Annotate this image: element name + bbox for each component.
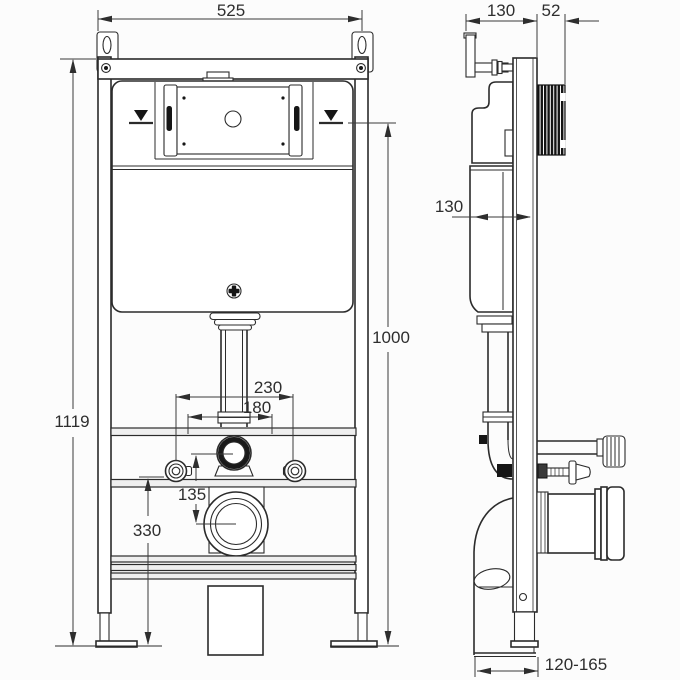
outlet-duct xyxy=(207,585,264,656)
neck-band xyxy=(476,315,513,325)
cistern xyxy=(111,71,354,313)
side-frame-post xyxy=(512,57,538,613)
dim-label-bolt-spacing: 230 xyxy=(254,378,282,397)
dim-label-water-level-height: 1000 xyxy=(372,328,410,347)
dim-floor-outlet-range: 120-165 xyxy=(474,655,607,677)
dim-cistern-depth: 130 xyxy=(435,197,531,221)
dim-label-cistern-depth: 130 xyxy=(435,197,463,216)
dim-label-outlet-height: 330 xyxy=(133,521,161,540)
waste-outlet xyxy=(203,486,269,557)
dim-label-overall-width: 525 xyxy=(217,1,245,20)
frame-post-right xyxy=(354,56,369,614)
bracket-slot-icon xyxy=(102,35,112,55)
wc-waste-connector xyxy=(536,486,625,561)
side-cistern xyxy=(469,81,514,333)
top-rail xyxy=(97,58,369,80)
dim-bolt-spacing: 230 xyxy=(175,378,294,461)
bracket-slot-icon xyxy=(357,35,367,55)
dimensions: 525 1119 1000 230 xyxy=(54,1,607,677)
dim-label-overall-height: 1119 xyxy=(54,412,89,431)
dim-label-plate-projection: 52 xyxy=(542,1,561,20)
threaded-rod xyxy=(537,460,591,485)
wc-flush-pipe-stub xyxy=(537,435,626,468)
cross-rail-upper xyxy=(110,427,357,437)
dim-label-inner-spacing: 180 xyxy=(243,398,271,417)
water-level-icon xyxy=(129,110,153,125)
dim-label-frame-depth: 130 xyxy=(487,1,515,20)
panel-plate xyxy=(176,86,290,155)
bottom-rail xyxy=(110,572,357,580)
side-wall-bracket xyxy=(463,32,514,78)
side-adjustable-foot xyxy=(510,611,539,648)
side-view xyxy=(463,32,626,657)
panel-pushrod-hole xyxy=(224,110,242,128)
screw-icon xyxy=(356,63,366,73)
flush-bell xyxy=(209,312,261,331)
adjustable-foot-left xyxy=(95,612,138,648)
access-panel xyxy=(163,84,303,157)
flush-connector xyxy=(214,435,254,477)
phillips-screw-icon xyxy=(226,283,242,299)
dim-label-floor-outlet-range: 120-165 xyxy=(545,655,607,674)
post-hole xyxy=(518,592,528,602)
neck-band xyxy=(481,323,514,333)
screw-icon xyxy=(101,63,111,73)
fill-valve-detail xyxy=(504,129,514,157)
dim-overall-height: 1119 xyxy=(54,58,96,646)
dim-outlet-height: 330 xyxy=(133,476,164,645)
dim-plate-projection: 52 xyxy=(542,1,599,84)
bottom-rail xyxy=(110,563,357,572)
dim-water-level-height: 1000 xyxy=(348,122,410,645)
adjustable-foot-right xyxy=(330,612,378,648)
bottom-rail xyxy=(110,555,357,563)
dim-inner-spacing: 180 xyxy=(187,398,273,434)
water-level-icon xyxy=(319,110,343,125)
flush-plate-housing xyxy=(537,84,566,156)
dim-connector-to-outlet: 135 xyxy=(178,453,236,525)
frame-post-left xyxy=(97,56,112,614)
fixing-rod-right xyxy=(282,459,307,483)
dim-label-connector-to-outlet: 135 xyxy=(178,485,206,504)
dim-frame-depth: 130 xyxy=(465,1,538,57)
dim-overall-width: 525 xyxy=(97,1,363,31)
